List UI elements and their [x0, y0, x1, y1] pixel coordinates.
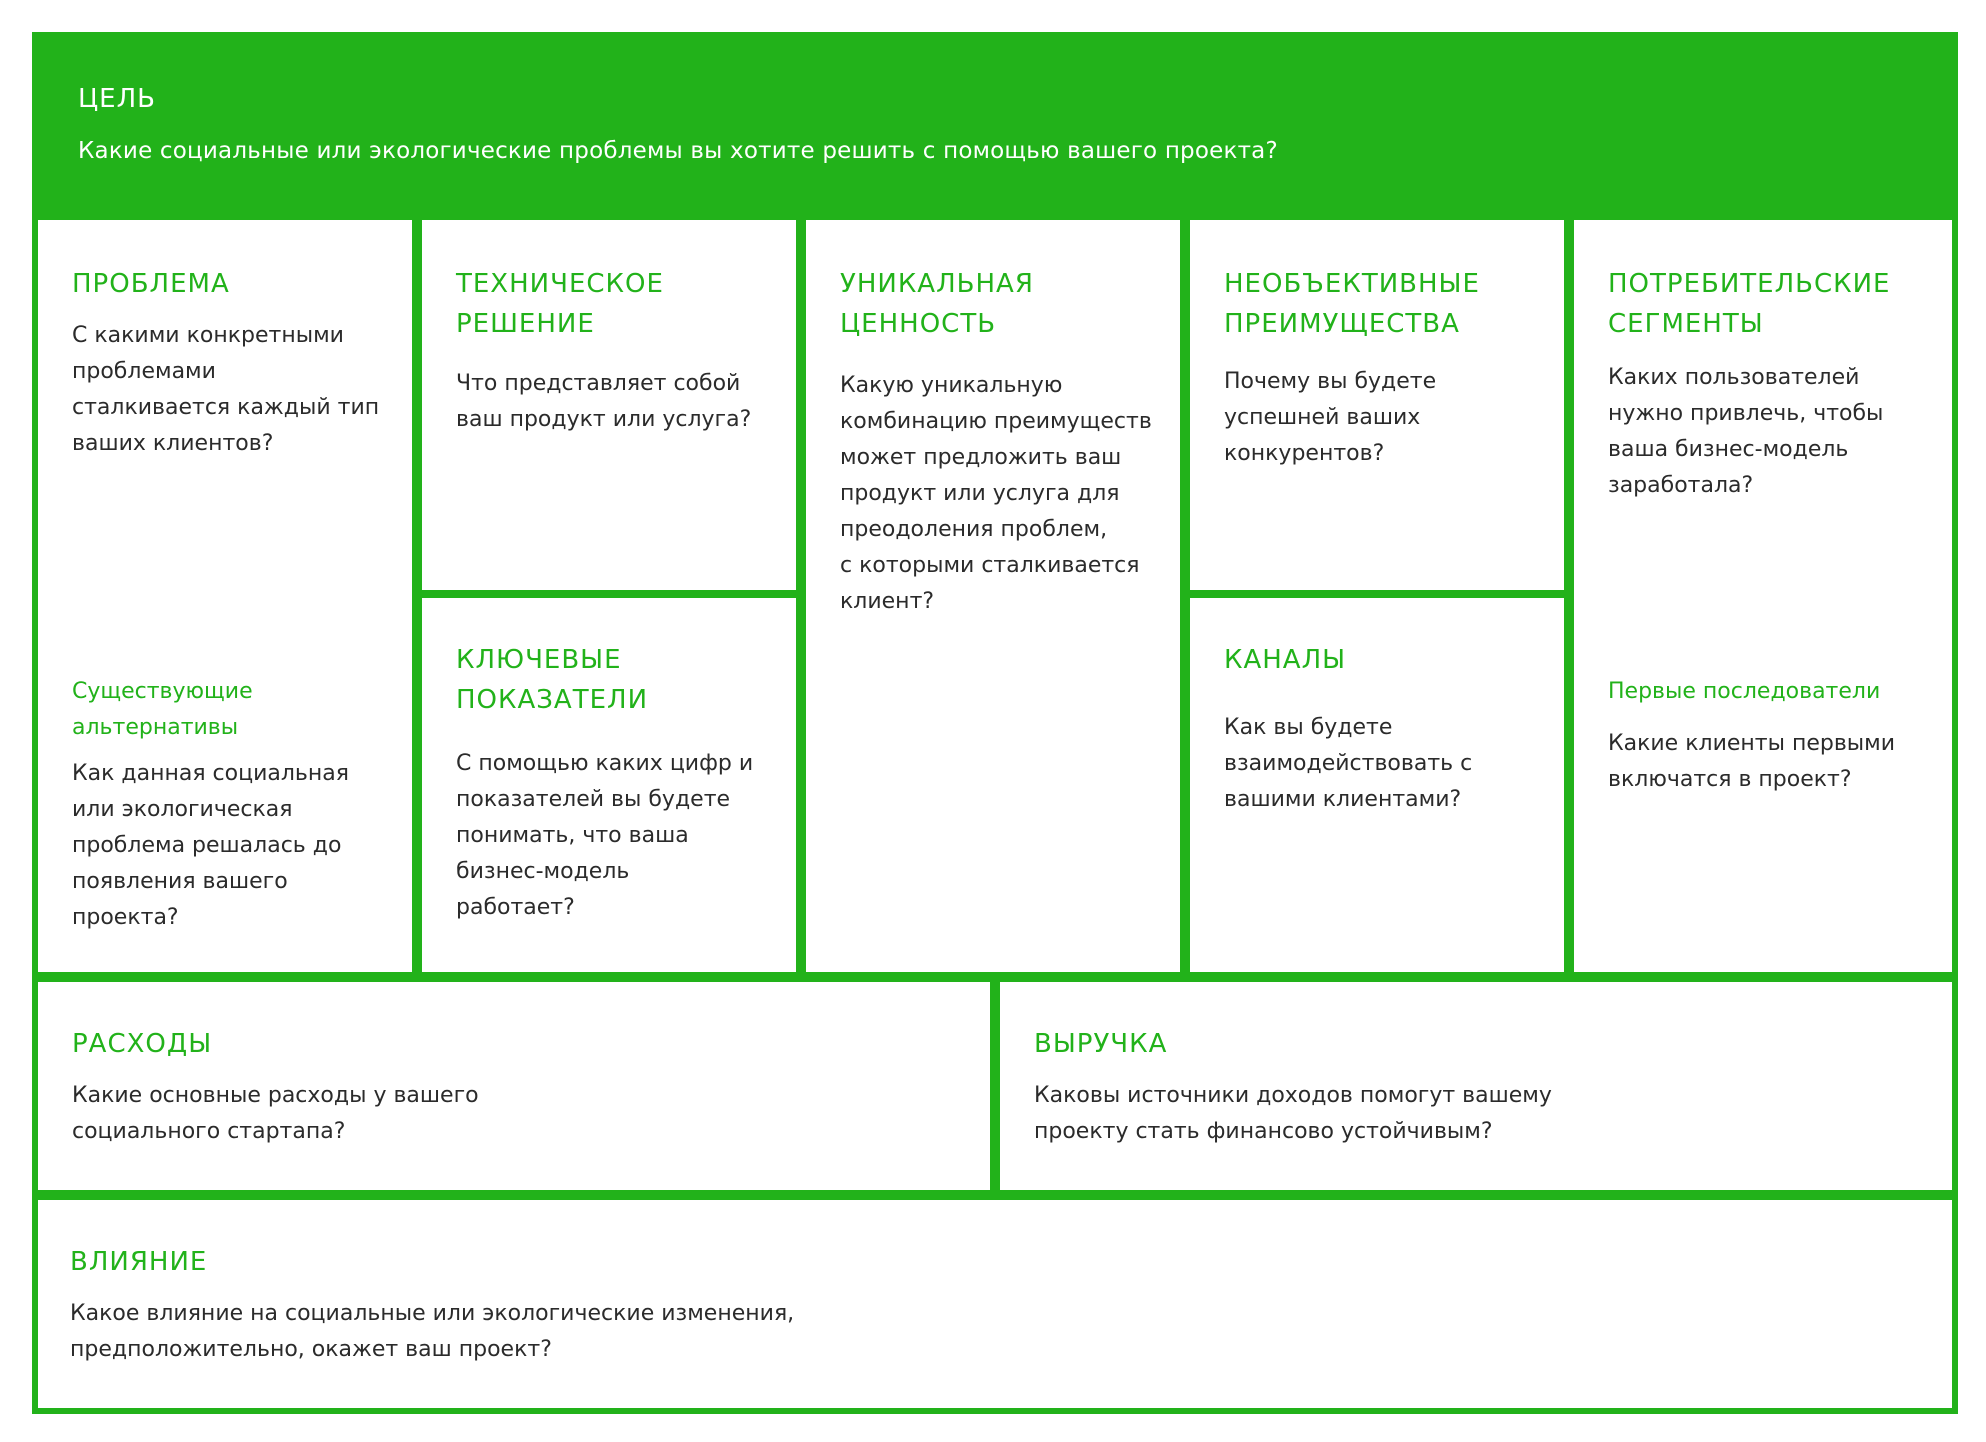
- problem-title: ПРОБЛЕМА: [72, 269, 230, 299]
- metrics-question: С помощью каких цифр и показателей вы бу…: [456, 751, 754, 920]
- impact-question: Какое влияние на социальные или экологич…: [70, 1301, 795, 1362]
- solution-question: Что представляет собой ваш продукт или у…: [456, 371, 752, 432]
- segments-cell: ПОТРЕБИТЕЛЬСКИЕ СЕГМЕНТЫ Каких пользоват…: [1574, 220, 1952, 972]
- early-adopters-title: Первые последователи: [1608, 679, 1881, 704]
- goal-question: Какие социальные или экологические пробл…: [78, 138, 1278, 164]
- goal-banner: ЦЕЛЬ Какие социальные или экологические …: [32, 32, 1958, 214]
- costs-title: РАСХОДЫ: [72, 1029, 213, 1059]
- value-cell: УНИКАЛЬНАЯ ЦЕННОСТЬ Какую уникальную ком…: [806, 220, 1180, 972]
- problem-cell: ПРОБЛЕМА С какими конкретными проблемами…: [38, 220, 412, 972]
- goal-title: ЦЕЛЬ: [78, 84, 157, 114]
- value-title: УНИКАЛЬНАЯ ЦЕННОСТЬ: [840, 269, 1034, 339]
- impact-title: ВЛИЯНИЕ: [70, 1247, 208, 1277]
- costs-question: Какие основные расходы у вашего социальн…: [72, 1083, 479, 1144]
- lean-canvas: ЦЕЛЬ Какие социальные или экологические …: [32, 32, 1958, 1414]
- metrics-title: КЛЮЧЕВЫЕ ПОКАЗАТЕЛИ: [456, 645, 649, 715]
- advantage-question: Почему вы будете успешней ваших конкурен…: [1224, 369, 1437, 466]
- value-question: Какую уникальную комбинацию преимуществ …: [840, 373, 1152, 614]
- alternatives-question: Как данная социальная или экологическая …: [72, 761, 349, 930]
- solution-title: ТЕХНИЧЕСКОЕ РЕШЕНИЕ: [456, 269, 664, 339]
- revenue-title: ВЫРУЧКА: [1034, 1029, 1168, 1059]
- channels-title: КАНАЛЫ: [1224, 645, 1347, 675]
- problem-question: С какими конкретными проблемами сталкива…: [72, 323, 380, 456]
- channels-question: Как вы будете взаимодействовать с вашими…: [1224, 715, 1473, 812]
- segments-question: Каких пользователей нужно привлечь, чтоб…: [1608, 365, 1884, 498]
- alternatives-title: Существующие альтернативы: [72, 679, 253, 740]
- segments-title: ПОТРЕБИТЕЛЬСКИЕ СЕГМЕНТЫ: [1608, 269, 1891, 339]
- metrics-cell: КЛЮЧЕВЫЕ ПОКАЗАТЕЛИ С помощью каких цифр…: [422, 598, 796, 972]
- solution-cell: ТЕХНИЧЕСКОЕ РЕШЕНИЕ Что представляет соб…: [422, 220, 796, 590]
- advantage-title: НЕОБЪЕКТИВНЫЕ ПРЕИМУЩЕСТВА: [1224, 269, 1480, 339]
- revenue-question: Каковы источники доходов помогут вашему …: [1034, 1083, 1552, 1144]
- advantage-cell: НЕОБЪЕКТИВНЫЕ ПРЕИМУЩЕСТВА Почему вы буд…: [1190, 220, 1564, 590]
- early-adopters-question: Какие клиенты первыми включатся в проект…: [1608, 731, 1896, 792]
- impact-cell: ВЛИЯНИЕ Какое влияние на социальные или …: [38, 1200, 1952, 1408]
- costs-cell: РАСХОДЫ Какие основные расходы у вашего …: [38, 982, 990, 1190]
- revenue-cell: ВЫРУЧКА Каковы источники доходов помогут…: [1000, 982, 1952, 1190]
- channels-cell: КАНАЛЫ Как вы будете взаимодействовать с…: [1190, 598, 1564, 972]
